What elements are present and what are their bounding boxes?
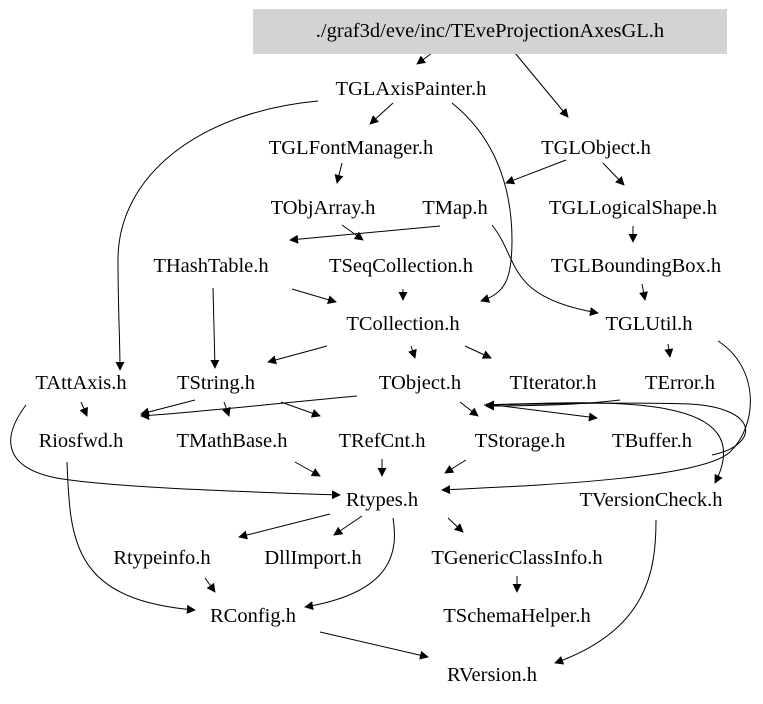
node-TSchemaHelper: TSchemaHelper.h bbox=[443, 605, 590, 627]
edge-TMathBase-to-Rtypes bbox=[294, 461, 321, 477]
edge-TGLBoundingBox-to-TGLUtil bbox=[639, 283, 648, 301]
node-Rtypes: Rtypes.h bbox=[346, 489, 418, 511]
edge-TGLObject-to-TGLLogicalShape bbox=[602, 162, 625, 186]
node-TRefCnt: TRefCnt.h bbox=[338, 430, 425, 452]
node-TObject: TObject.h bbox=[379, 372, 461, 394]
edge-TGLUtil-to-TError bbox=[664, 343, 674, 358]
edge-Rtypes-to-Rtypeinfo bbox=[238, 513, 331, 540]
edge-TString-to-TRefCnt bbox=[280, 401, 321, 418]
root-node-label: ./graf3d/eve/inc/TEveProjectionAxesGL.h bbox=[316, 20, 664, 42]
node-TVersionCheck: TVersionCheck.h bbox=[580, 489, 723, 511]
node-TGLBoundingBox: TGLBoundingBox.h bbox=[551, 255, 721, 277]
node-TMathBase: TMathBase.h bbox=[176, 430, 287, 452]
edge-TGLObject-to-TMap bbox=[505, 159, 567, 185]
edge-TCollection-to-TObject bbox=[408, 345, 417, 359]
node-TGLLogicalShape: TGLLogicalShape.h bbox=[549, 197, 717, 219]
edge-TMap-to-TGLUtil bbox=[491, 224, 599, 317]
edge-TCollection-to-TIterator bbox=[464, 345, 492, 359]
edge-TObject-to-Riosfwd bbox=[140, 395, 358, 420]
node-TObjArray: TObjArray.h bbox=[271, 197, 376, 219]
edge-TObject-to-TVersionCheck bbox=[483, 402, 724, 484]
node-Rtypeinfo: Rtypeinfo.h bbox=[113, 547, 210, 569]
edge-TString-to-Riosfwd bbox=[140, 399, 196, 417]
edge-root-to-TGLAxisPainter bbox=[416, 52, 433, 65]
node-TIterator: TIterator.h bbox=[509, 372, 596, 394]
node-TGLObject: TGLObject.h bbox=[541, 137, 651, 159]
node-TSeqCollection: TSeqCollection.h bbox=[329, 255, 473, 277]
edge-TObjArray-to-TSeqCollection bbox=[341, 224, 364, 241]
edge-root-to-TGLObject bbox=[514, 52, 569, 118]
node-TString: TString.h bbox=[177, 372, 255, 394]
node-DllImport: DllImport.h bbox=[264, 547, 361, 569]
edge-THashTable-to-TCollection bbox=[291, 288, 337, 305]
edge-layer bbox=[10, 52, 751, 665]
node-TCollection: TCollection.h bbox=[346, 313, 459, 335]
node-layer: ./graf3d/eve/inc/TEveProjectionAxesGL.hT… bbox=[35, 9, 727, 686]
edge-TGLAxisPainter-to-TGLFontManager bbox=[369, 102, 394, 125]
edge-Rtypes-to-TGenericClassInfo bbox=[447, 517, 464, 533]
edge-TGLFontManager-to-TObjArray bbox=[334, 162, 344, 184]
edge-TError-to-TObject bbox=[485, 399, 621, 411]
node-TError: TError.h bbox=[645, 372, 715, 394]
node-TStorage: TStorage.h bbox=[475, 430, 566, 452]
edge-TAttAxis-to-Rtypes bbox=[10, 404, 341, 500]
edge-TAttAxis-to-RConfig bbox=[66, 461, 196, 614]
edge-TObject-to-TStorage bbox=[459, 401, 479, 417]
node-TAttAxis: TAttAxis.h bbox=[35, 372, 126, 394]
node-Riosfwd: Riosfwd.h bbox=[39, 430, 124, 452]
edge-Rtypeinfo-to-RConfig bbox=[204, 577, 216, 593]
edge-TGLUtil-to-Rtypes bbox=[441, 340, 751, 495]
edge-Rtypes-to-RConfig bbox=[304, 517, 395, 611]
edge-TVersionCheck-to-RVersion bbox=[554, 519, 657, 665]
edge-RConfig-to-RVersion bbox=[319, 631, 429, 660]
root-node-box bbox=[253, 9, 727, 54]
node-TBuffer: TBuffer.h bbox=[612, 430, 692, 452]
node-TGenericClassInfo: TGenericClassInfo.h bbox=[431, 547, 602, 569]
edge-TGLAxisPainter-to-TAttAxis bbox=[115, 100, 319, 371]
edge-TBuffer-to-TObject bbox=[485, 400, 747, 456]
node-RConfig: RConfig.h bbox=[210, 605, 296, 627]
node-RVersion: RVersion.h bbox=[447, 664, 537, 686]
node-THashTable: THashTable.h bbox=[153, 255, 268, 277]
node-TMap: TMap.h bbox=[422, 197, 487, 219]
edge-TGLAxisPainter-to-TCollection bbox=[451, 102, 513, 303]
edge-THashTable-to-TString bbox=[210, 287, 220, 369]
node-TGLUtil: TGLUtil.h bbox=[605, 313, 692, 335]
edge-TCollection-to-TString bbox=[267, 345, 328, 365]
node-TGLFontManager: TGLFontManager.h bbox=[269, 137, 434, 159]
edge-TMap-to-THashTable bbox=[289, 225, 441, 244]
edge-TAttAxis-to-Riosfwd bbox=[79, 401, 88, 417]
edge-Rtypes-to-DllImport bbox=[333, 515, 363, 536]
node-TGLAxisPainter: TGLAxisPainter.h bbox=[336, 78, 487, 100]
edge-TStorage-to-Rtypes bbox=[444, 459, 467, 474]
